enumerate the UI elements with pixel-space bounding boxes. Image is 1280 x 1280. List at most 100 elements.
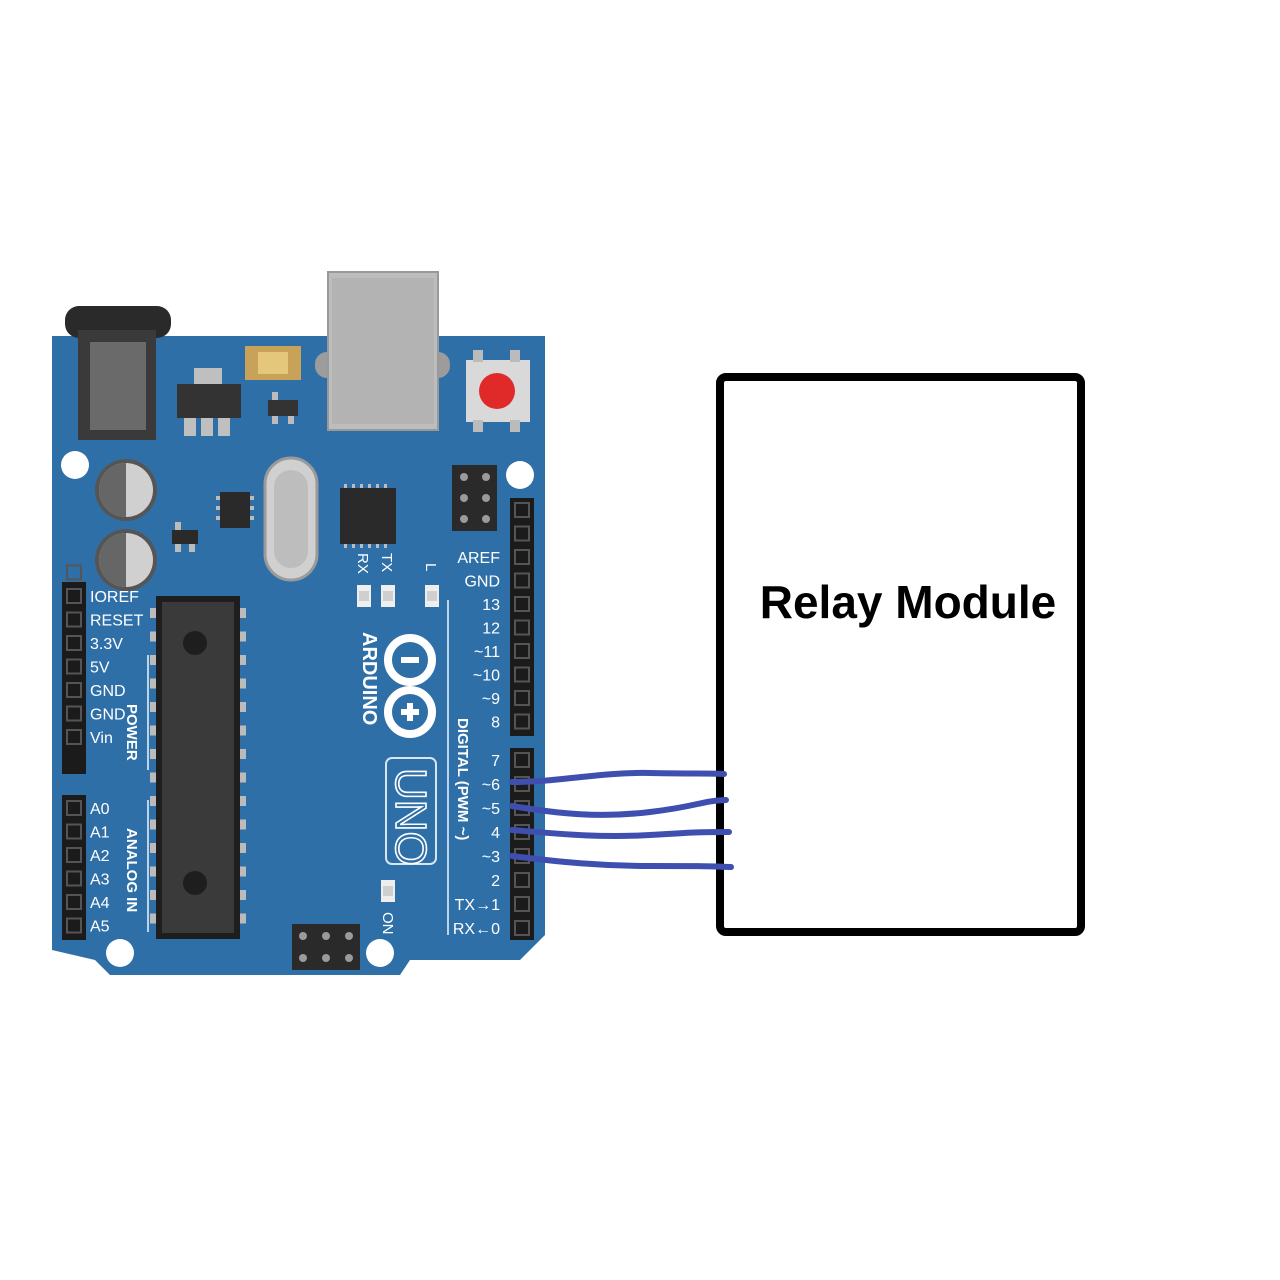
mounting-hole bbox=[61, 451, 89, 479]
pin-label: A1 bbox=[90, 825, 110, 842]
pin-label: ~5 bbox=[482, 801, 500, 818]
pin-label: A2 bbox=[90, 848, 110, 865]
led-rx bbox=[357, 585, 371, 607]
icsp-header-bottom bbox=[292, 924, 360, 970]
pin-socket bbox=[66, 611, 82, 628]
pin-socket bbox=[514, 713, 530, 730]
pin-label: A4 bbox=[90, 895, 110, 912]
power-header bbox=[62, 582, 86, 774]
pin-label: Vin bbox=[90, 730, 113, 747]
pin-socket bbox=[66, 658, 82, 675]
pin-label: ~9 bbox=[482, 691, 500, 708]
wire-pin-5 bbox=[509, 797, 729, 818]
pin-label: TX→1 bbox=[455, 897, 500, 914]
pin-socket bbox=[66, 917, 82, 934]
pin-socket bbox=[66, 823, 82, 840]
pin-socket bbox=[514, 619, 530, 636]
pin-label: 12 bbox=[482, 621, 500, 638]
pin-socket bbox=[66, 800, 82, 816]
led-rx-label: RX bbox=[354, 553, 371, 574]
pin-socket bbox=[514, 502, 530, 518]
crystal-oscillator bbox=[263, 456, 319, 582]
pin-label: A0 bbox=[90, 801, 110, 818]
pin-label: 3.3V bbox=[90, 636, 123, 653]
pin-label: ~11 bbox=[474, 644, 500, 661]
led-on bbox=[381, 880, 395, 902]
pin-socket bbox=[514, 896, 530, 912]
pin-socket bbox=[66, 870, 82, 887]
pin-socket bbox=[514, 872, 530, 888]
pin-label: ~3 bbox=[482, 849, 500, 866]
pin-label: A5 bbox=[90, 919, 110, 936]
pin-label: AREF bbox=[457, 550, 500, 567]
wire-pin-6 bbox=[509, 769, 727, 785]
pin-socket bbox=[514, 572, 530, 589]
dc-power-jack bbox=[65, 306, 171, 440]
voltage-regulator bbox=[177, 368, 241, 436]
usb-chip bbox=[340, 484, 396, 548]
pin-socket bbox=[514, 549, 530, 565]
led-tx-label: TX bbox=[378, 553, 395, 572]
pin-socket bbox=[66, 635, 82, 651]
pin-label: RX←0 bbox=[453, 921, 500, 938]
analog-header-title: ANALOG IN bbox=[123, 828, 140, 912]
model-label: UNO bbox=[386, 768, 435, 866]
relay-module-box bbox=[716, 373, 1085, 936]
brand-label: ARDUINO bbox=[358, 632, 380, 725]
pin-socket bbox=[66, 588, 82, 604]
pin-socket bbox=[66, 729, 82, 745]
icsp-header bbox=[452, 465, 497, 531]
led-l bbox=[425, 585, 439, 607]
transistor bbox=[268, 392, 298, 424]
pin-socket bbox=[514, 643, 530, 659]
pin-socket bbox=[66, 705, 82, 722]
pin-socket bbox=[514, 690, 530, 706]
pin-label: ~10 bbox=[473, 668, 500, 685]
led-tx bbox=[381, 585, 395, 607]
uno-badge: UNO bbox=[385, 757, 437, 867]
wire-pin-3 bbox=[509, 853, 734, 870]
pin-label: 8 bbox=[491, 715, 500, 732]
digital-header-title: DIGITAL (PWM ~) bbox=[454, 718, 471, 840]
mounting-hole bbox=[106, 939, 134, 967]
pin-label: IOREF bbox=[90, 589, 139, 606]
pin-label: GND bbox=[90, 707, 126, 724]
pin-label: 7 bbox=[491, 753, 500, 770]
led-l-label: L bbox=[422, 563, 439, 571]
capacitor bbox=[95, 459, 157, 521]
pin-socket bbox=[66, 564, 82, 581]
pin-label: 2 bbox=[491, 873, 500, 890]
pin-socket bbox=[514, 752, 530, 768]
pin-socket bbox=[66, 894, 82, 910]
capacitor bbox=[95, 529, 157, 591]
pin-socket bbox=[66, 682, 82, 698]
mounting-hole bbox=[366, 939, 394, 967]
reset-button[interactable] bbox=[466, 350, 530, 432]
pin-label: A3 bbox=[90, 872, 110, 889]
analog-header bbox=[62, 795, 86, 940]
pin-label: ~6 bbox=[482, 777, 500, 794]
pin-label: RESET bbox=[90, 613, 144, 630]
arduino-logo bbox=[384, 634, 436, 738]
led-on-label: ON bbox=[379, 912, 396, 935]
digital-header-upper bbox=[510, 498, 534, 736]
wires bbox=[509, 769, 734, 870]
pin-socket bbox=[514, 920, 530, 936]
pin-label: 5V bbox=[90, 660, 110, 677]
pin-socket bbox=[514, 666, 530, 683]
small-transistor bbox=[172, 522, 198, 552]
small-ic bbox=[216, 492, 254, 528]
relay-module: Relay Module bbox=[716, 373, 1085, 936]
pin-label: GND bbox=[464, 574, 500, 591]
arduino-uno-board: RX TX L ON ARDUINO UNO bbox=[52, 271, 545, 975]
pin-socket bbox=[66, 847, 82, 863]
pin-label: 4 bbox=[491, 825, 500, 842]
relay-module-title: Relay Module bbox=[760, 576, 1057, 628]
atmega-microcontroller bbox=[150, 596, 246, 939]
wire-pin-4 bbox=[509, 827, 732, 840]
pin-socket bbox=[514, 525, 530, 542]
pin-socket bbox=[514, 596, 530, 612]
mounting-hole bbox=[506, 461, 534, 489]
pin-label: GND bbox=[90, 683, 126, 700]
